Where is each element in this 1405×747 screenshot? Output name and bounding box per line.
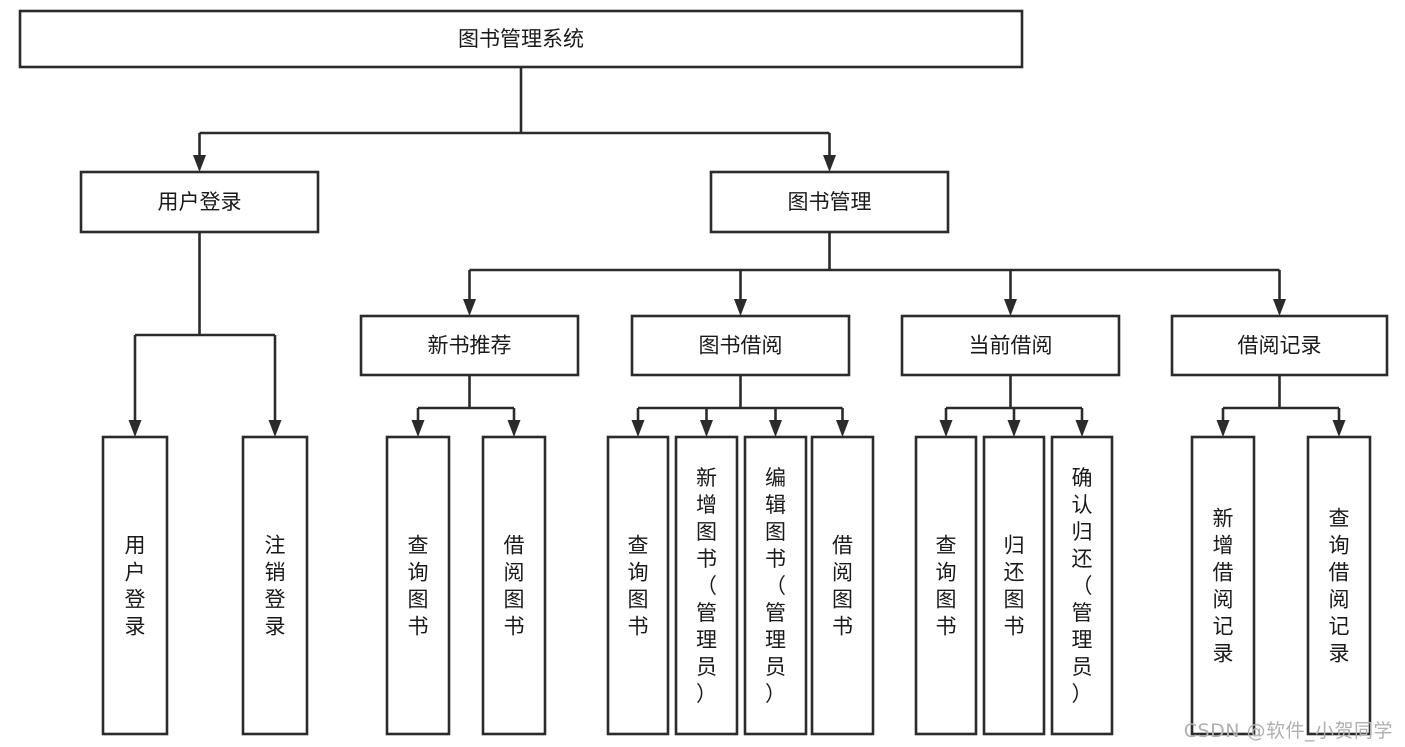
arrow-head-icon: [193, 155, 206, 172]
connector-group: [631, 375, 849, 437]
node-box[interactable]: [630, 314, 851, 377]
connector-layer: [128, 67, 1346, 437]
flow-node-c-query[interactable]: 查询图书: [914, 435, 978, 736]
node-box[interactable]: [1306, 435, 1372, 736]
node-label: 用户登录: [125, 534, 146, 639]
flow-node-b-query[interactable]: 查询图书: [606, 435, 670, 736]
connector-group: [463, 232, 1286, 316]
node-label: 查询图书: [628, 534, 649, 639]
node-box[interactable]: [900, 314, 1121, 377]
flow-node-n-query[interactable]: 查询图书: [385, 435, 451, 736]
node-label: 新书推荐: [428, 334, 512, 358]
flow-node-b-add[interactable]: 新增图书（管理员）: [674, 435, 739, 736]
node-box[interactable]: [241, 435, 309, 736]
node-label: 注销登录: [265, 534, 286, 639]
node-box[interactable]: [914, 435, 978, 736]
arrow-head-icon: [507, 420, 521, 437]
node-label: 新增借阅记录: [1213, 507, 1234, 666]
node-box[interactable]: [18, 9, 1024, 69]
node-box[interactable]: [982, 435, 1046, 736]
arrow-head-icon: [1273, 299, 1286, 316]
arrow-head-icon: [128, 420, 142, 437]
node-label: 归还图书: [1004, 534, 1025, 639]
node-box[interactable]: [743, 435, 808, 736]
flow-node-n-borrow[interactable]: 借阅图书: [481, 435, 547, 736]
node-label: 新增图书（管理员）: [696, 466, 717, 706]
arrow-head-icon: [1004, 299, 1017, 316]
arrow-head-icon: [700, 420, 713, 437]
arrow-head-icon: [769, 420, 782, 437]
arrow-head-icon: [631, 420, 645, 437]
connector-group: [128, 232, 282, 437]
node-box[interactable]: [709, 170, 950, 234]
flow-node-c-confirm[interactable]: 确认归还（管理员）: [1050, 435, 1114, 736]
node-box[interactable]: [1050, 435, 1114, 736]
node-label: 图书借阅: [699, 334, 783, 358]
node-box[interactable]: [810, 435, 875, 736]
node-label: 图书管理: [788, 190, 872, 214]
flow-node-newbook[interactable]: 新书推荐: [359, 314, 580, 377]
connector-group: [1216, 375, 1346, 437]
flow-node-b-lend[interactable]: 借阅图书: [810, 435, 875, 736]
node-box[interactable]: [1170, 314, 1389, 377]
node-label: 查询图书: [408, 534, 429, 639]
arrow-head-icon: [1007, 420, 1021, 437]
arrow-head-icon: [1332, 420, 1346, 437]
node-label: 查询借阅记录: [1329, 507, 1350, 666]
flow-node-l-login[interactable]: 用户登录: [101, 435, 169, 736]
arrow-head-icon: [1216, 420, 1230, 437]
node-box[interactable]: [674, 435, 739, 736]
node-label: 确认归还（管理员）: [1072, 466, 1093, 706]
node-box[interactable]: [385, 435, 451, 736]
flow-node-current[interactable]: 当前借阅: [900, 314, 1121, 377]
node-label: 当前借阅: [969, 334, 1053, 358]
flow-node-r-add[interactable]: 新增借阅记录: [1190, 435, 1256, 736]
arrow-head-icon: [463, 299, 476, 316]
node-box[interactable]: [1190, 435, 1256, 736]
node-label: 图书管理系统: [458, 27, 584, 51]
flow-node-l-logout[interactable]: 注销登录: [241, 435, 309, 736]
node-label: 借阅图书: [832, 534, 853, 639]
arrow-head-icon: [268, 420, 282, 437]
arrow-head-icon: [411, 420, 425, 437]
flow-node-c-return[interactable]: 归还图书: [982, 435, 1046, 736]
node-label: 用户登录: [158, 190, 242, 214]
connector-group: [193, 67, 836, 172]
node-label: 借阅图书: [504, 534, 525, 639]
flow-node-borrow[interactable]: 图书借阅: [630, 314, 851, 377]
arrow-head-icon: [1075, 420, 1089, 437]
flow-node-b-edit[interactable]: 编辑图书（管理员）: [743, 435, 808, 736]
node-label: 查询图书: [936, 534, 957, 639]
flow-node-root[interactable]: 图书管理系统: [18, 9, 1024, 69]
node-box[interactable]: [101, 435, 169, 736]
node-label: 借阅记录: [1238, 334, 1322, 358]
arrow-head-icon: [823, 155, 836, 172]
arrow-head-icon: [734, 299, 747, 316]
arrow-head-icon: [939, 420, 953, 437]
node-box[interactable]: [79, 170, 320, 234]
flow-node-login[interactable]: 用户登录: [79, 170, 320, 234]
flow-node-bookmgmt[interactable]: 图书管理: [709, 170, 950, 234]
connector-group: [411, 375, 521, 437]
arrow-head-icon: [836, 420, 849, 437]
flow-node-r-query[interactable]: 查询借阅记录: [1306, 435, 1372, 736]
node-box[interactable]: [606, 435, 670, 736]
flow-node-records[interactable]: 借阅记录: [1170, 314, 1389, 377]
node-box[interactable]: [481, 435, 547, 736]
node-layer: 图书管理系统用户登录图书管理新书推荐图书借阅当前借阅借阅记录用户登录注销登录查询…: [18, 9, 1389, 736]
node-label: 编辑图书（管理员）: [765, 466, 786, 706]
connector-group: [939, 375, 1089, 437]
node-box[interactable]: [359, 314, 580, 377]
